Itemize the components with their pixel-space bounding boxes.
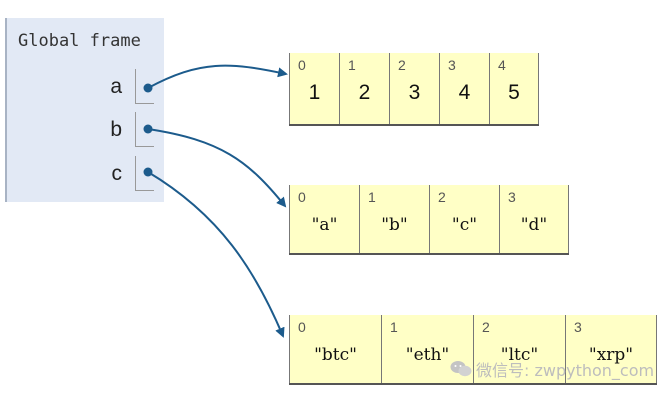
wechat-icon bbox=[450, 361, 472, 377]
list-a-cell: 3 4 bbox=[439, 53, 489, 124]
list-value: 3 bbox=[408, 81, 421, 104]
list-index: 2 bbox=[482, 319, 490, 335]
list-index: 2 bbox=[398, 57, 406, 73]
list-c-cell: 3 "xrp" bbox=[565, 315, 657, 383]
list-index: 3 bbox=[508, 189, 516, 205]
list-b-cell: 2 "c" bbox=[429, 185, 499, 253]
list-a-cell: 2 3 bbox=[389, 53, 439, 124]
watermark-text: 微信号: zwpython_com bbox=[476, 361, 655, 380]
list-index: 0 bbox=[298, 189, 306, 205]
frame-title: Global frame bbox=[18, 31, 141, 51]
list-b-cell: 1 "b" bbox=[359, 185, 429, 253]
list-a: 0 1 1 2 2 3 3 4 4 5 bbox=[289, 53, 539, 126]
list-c: 0 "btc" 1 "eth" 2 "ltc" 3 "xrp" bbox=[289, 315, 657, 385]
list-value: 1 bbox=[308, 81, 321, 104]
list-index: 2 bbox=[438, 189, 446, 205]
list-a-cell: 1 2 bbox=[339, 53, 389, 124]
list-value: 2 bbox=[358, 81, 371, 104]
list-index: 3 bbox=[448, 57, 456, 73]
list-value: 4 bbox=[458, 81, 471, 104]
list-value: "xrp" bbox=[588, 345, 634, 365]
pointer-b-arrow bbox=[147, 128, 287, 208]
list-value: "btc" bbox=[314, 345, 357, 365]
list-value: "c" bbox=[451, 215, 478, 235]
list-index: 0 bbox=[298, 319, 306, 335]
list-index: 1 bbox=[348, 57, 356, 73]
list-value: "ltc" bbox=[500, 345, 539, 365]
global-frame: Global frame a b c bbox=[5, 18, 164, 202]
list-b-cell: 0 "a" bbox=[289, 185, 359, 253]
variable-a-slot bbox=[135, 69, 154, 104]
variable-c-slot bbox=[135, 156, 154, 191]
pointer-a-arrow bbox=[147, 64, 288, 89]
list-b-cell: 3 "d" bbox=[499, 185, 569, 253]
list-value: "eth" bbox=[405, 345, 450, 365]
list-index: 1 bbox=[368, 189, 376, 205]
pointer-c-arrow bbox=[147, 171, 285, 338]
list-a-cell: 0 1 bbox=[289, 53, 339, 124]
list-index: 0 bbox=[298, 57, 306, 73]
variable-a-name: a bbox=[110, 75, 122, 98]
list-index: 1 bbox=[390, 319, 398, 335]
list-index: 3 bbox=[574, 319, 582, 335]
watermark: 微信号: zwpython_com bbox=[450, 357, 654, 381]
list-c-cell: 2 "ltc" bbox=[473, 315, 565, 383]
variable-b-name: b bbox=[110, 118, 122, 141]
list-value: "d" bbox=[520, 215, 548, 235]
list-b: 0 "a" 1 "b" 2 "c" 3 "d" bbox=[289, 185, 569, 255]
list-a-cell: 4 5 bbox=[489, 53, 539, 124]
variable-c-name: c bbox=[111, 162, 123, 185]
list-value: "a" bbox=[311, 215, 338, 235]
variable-b-slot bbox=[135, 112, 154, 147]
list-value: 5 bbox=[508, 81, 520, 104]
list-c-cell: 0 "btc" bbox=[289, 315, 381, 383]
list-index: 4 bbox=[498, 57, 506, 73]
list-value: "b" bbox=[381, 215, 408, 235]
